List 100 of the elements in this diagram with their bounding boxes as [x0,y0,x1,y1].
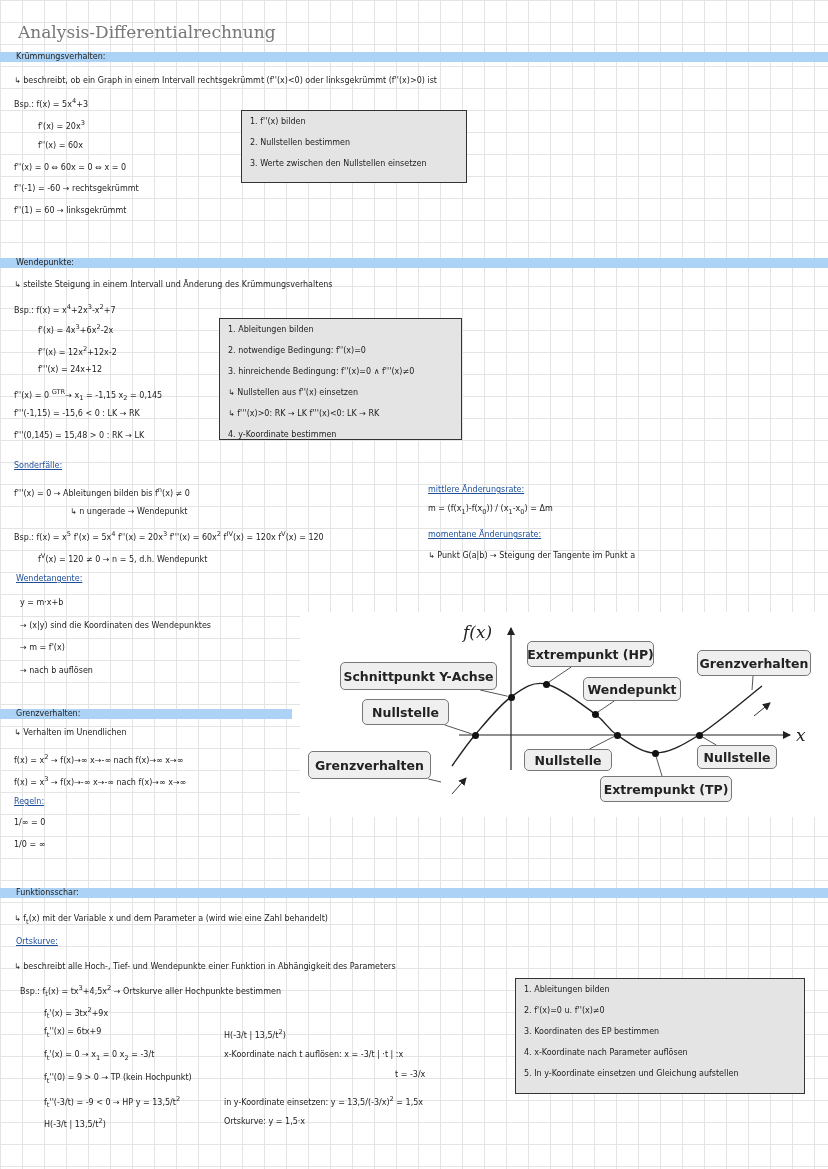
note-text: f$_{t}$''(0) = 9 > 0 → TP (kein Hochpunkt) [44,1073,192,1086]
note-text: Bsp.: f(x) = x$^{4}$+2x$^{3}$-x$^{2}$+7 [14,302,116,316]
step-text: ↳ Nullstellen aus f''(x) einsetzen [228,388,358,398]
subheading: Regeln: [14,797,45,807]
note-text: t = -3/x [395,1070,426,1080]
note-text: f$_{t}$'(x) = 0 → x$_{1}$ = 0 x$_{2}$ = -3/t [44,1050,155,1063]
note-text: 1/0 = ∞ [14,840,46,850]
section-band [0,888,828,898]
note-text: 1/∞ = 0 [14,818,46,828]
step-text: 3. Werte zwischen den Nullstellen einsetzen [250,159,427,169]
callout-label: Nullstelle [524,749,612,771]
subheading: Wendetangente: [16,574,83,584]
step-text: 1. Ableitungen bilden [228,325,314,335]
leader-line [479,689,509,697]
note-text: f'''(x) = 24x+12 [38,365,102,375]
step-text: 2. Nullstellen bestimmen [250,138,350,148]
section-heading: Grenzverhalten: [16,709,81,719]
note-text: f''(x) = 0 ⇔ 60x = 0 ⇔ x = 0 [14,163,127,173]
subheading: mittlere Änderungsrate: [428,485,525,495]
note-text: → nach b auflösen [20,666,93,676]
point-marker [507,693,515,701]
subheading: Ortskurve: [16,937,58,947]
callout-label: Schnittpunkt Y-Achse [340,662,497,690]
note-text: f'(x) = 20x$^{3}$ [38,118,85,132]
leader-line [751,675,754,691]
note-text: f$_{t}$''(-3/t) = -9 < 0 → HP y = 13,5/t$^{2}$ [44,1094,181,1111]
callout-label: Grenzverhalten [697,650,811,676]
section-heading: Wendepunkte: [16,258,75,268]
section-heading: Funktionsschar: [16,888,79,898]
step-text: 4. x-Koordinate nach Parameter auflösen [524,1048,688,1058]
point-marker [542,680,550,688]
note-text: Bsp.: f(x) = x$^{5}$ f'(x) = 5x$^{4}$ f''(x) = 20x$^{3}$ f'''(x) = 60x$^{2}$ f$^{IV}$(x) = 120x f$^{V}$(x) = 120 [14,529,324,543]
note-text: ↳ Verhalten im Unendlichen [14,728,127,738]
subheading: momentane Änderungsrate: [428,530,542,540]
note-text: f'''(x) = 0 → Ableitungen bilden bis f$^{n}$(x) ≠ 0 [14,485,190,499]
note-text: f(x) = x$^{2}$ → f(x)→∞ x→-∞ nach f(x)→∞ x→∞ [14,752,184,766]
note-text: y = m·x+b [20,598,64,608]
note-text: H(-3/t | 13,5/t$^{2}$) [44,1116,106,1130]
note-text: f$_{t}$'(x) = 3tx$^{2}$+9x [44,1005,109,1022]
leader-line [444,724,473,735]
note-text: f'''(0,145) = 15,48 > 0 : RK → LK [14,431,145,441]
note-text: f''(-1) = -60 → rechtsgekrümmt [14,184,139,194]
point-marker [591,710,599,718]
steps-panel [241,110,467,183]
note-text: ↳ beschreibt, ob ein Graph in einem Intervall rechtsgekrümmt (f''(x)<0) oder linksgekrümmt (f''(x)>0) ist [14,76,437,86]
note-text: f''(x) = 12x$^{2}$+12x-2 [38,344,117,358]
subheading: Sonderfälle: [14,461,63,471]
note-text: in y-Koordinate einsetzen: y = 13,5/(-3/x)$^{2}$ = 1,5x [224,1094,424,1108]
callout-label: Extrempunkt (TP) [600,776,732,802]
leader-line [655,755,663,777]
note-text: H(-3/t | 13,5/t$^{2}$) [224,1027,286,1041]
leader-line [701,736,717,746]
leader-line [427,778,442,783]
note-text: ↳ Punkt G(a|b) → Steigung der Tangente im Punkt a [428,551,636,561]
point-marker [695,731,703,739]
section-heading: Krümmungsverhalten: [16,52,106,62]
note-text: ↳ beschreibt alle Hoch-, Tief- und Wendepunkte einer Funktion in Abhängigkeit des Parameters [14,962,396,972]
note-text: → (x|y) sind die Koordinaten des Wendepunktes [20,621,211,631]
steps-panel [515,978,805,1094]
note-text: f$^{V}$(x) = 120 ≠ 0 → n = 5, d.h. Wendepunkt [38,551,208,565]
note-text: f(x) = x$^{3}$ → f(x)→-∞ x→-∞ nach f(x)→∞ x→∞ [14,774,187,788]
note-text: Bsp.: f$_{t}$(x) = tx$^{3}$+4,5x$^{2}$ → Ortskurve aller Hochpunkte bestimmen [20,983,281,1000]
note-text: f''(1) = 60 → linksgekrümmt [14,206,127,216]
note-text: m = (f(x$_{1}$)-f(x$_{0}$)) / (x$_{1}$-x$_{0}$) = Δm [428,504,553,517]
note-text: f''(x) = 0 $^{GTR}$→ x$_{1}$ = -1,15 x$_{2}$ = 0,145 [14,387,163,404]
step-text: 2. notwendige Bedingung: f''(x)=0 [228,346,366,356]
step-text: ↳ f'''(x)>0: RK → LK f'''(x)<0: LK → RK [228,409,380,419]
step-text: 2. f'(x)=0 u. f''(x)≠0 [524,1006,605,1016]
step-text: 5. In y-Koordinate einsetzen und Gleichung aufstellen [524,1069,739,1079]
note-text: ↳ n ungerade → Wendepunkt [70,507,188,517]
callout-label: Grenzverhalten [308,751,431,779]
step-text: 3. Koordinaten des EP bestimmen [524,1027,660,1037]
callout-label: Nullstelle [697,745,777,769]
point-marker [651,749,659,757]
axis-label: f(x) [463,622,493,642]
leader-line [548,666,572,683]
note-text: Bsp.: f(x) = 5x$^{4}$+3 [14,96,88,110]
note-text: x-Koordinate nach t auflösen: x = -3/t | ·t | :x [224,1050,404,1060]
note-text: ↳ f$_{t}$(x) mit der Variable x und dem Parameter a (wird wie eine Zahl behandelt) [14,914,328,927]
section-band [0,52,828,62]
point-marker [613,731,621,739]
callout-label: Wendepunkt [583,677,681,701]
note-text: f$_{t}$''(x) = 6tx+9 [44,1027,102,1040]
step-text: 4. y-Koordinate bestimmen [228,430,337,440]
leader-line [597,700,615,713]
callout-label: Extrempunkt (HP) [527,641,654,667]
point-marker [471,731,479,739]
note-text: f'''(-1,15) = -15,6 < 0 : LK → RK [14,409,140,419]
section-band [0,258,828,268]
callout-label: Nullstelle [362,699,449,725]
steps-panel [219,318,462,440]
leader-line [589,736,615,750]
section-band [0,709,292,719]
note-text: ↳ steilste Steigung in einem Intervall und Änderung des Krümmungsverhaltens [14,280,333,290]
note-text: f''(x) = 60x [38,141,83,151]
step-text: 1. Ableitungen bilden [524,985,610,995]
step-text: 3. hinreichende Bedingung: f''(x)=0 ∧ f'''(x)≠0 [228,367,415,377]
page-title: Analysis-Differentialrechnung [18,22,276,42]
note-text: f'(x) = 4x$^{3}$+6x$^{2}$-2x [38,322,114,336]
note-text: Ortskurve: y = 1,5·x [224,1117,306,1127]
